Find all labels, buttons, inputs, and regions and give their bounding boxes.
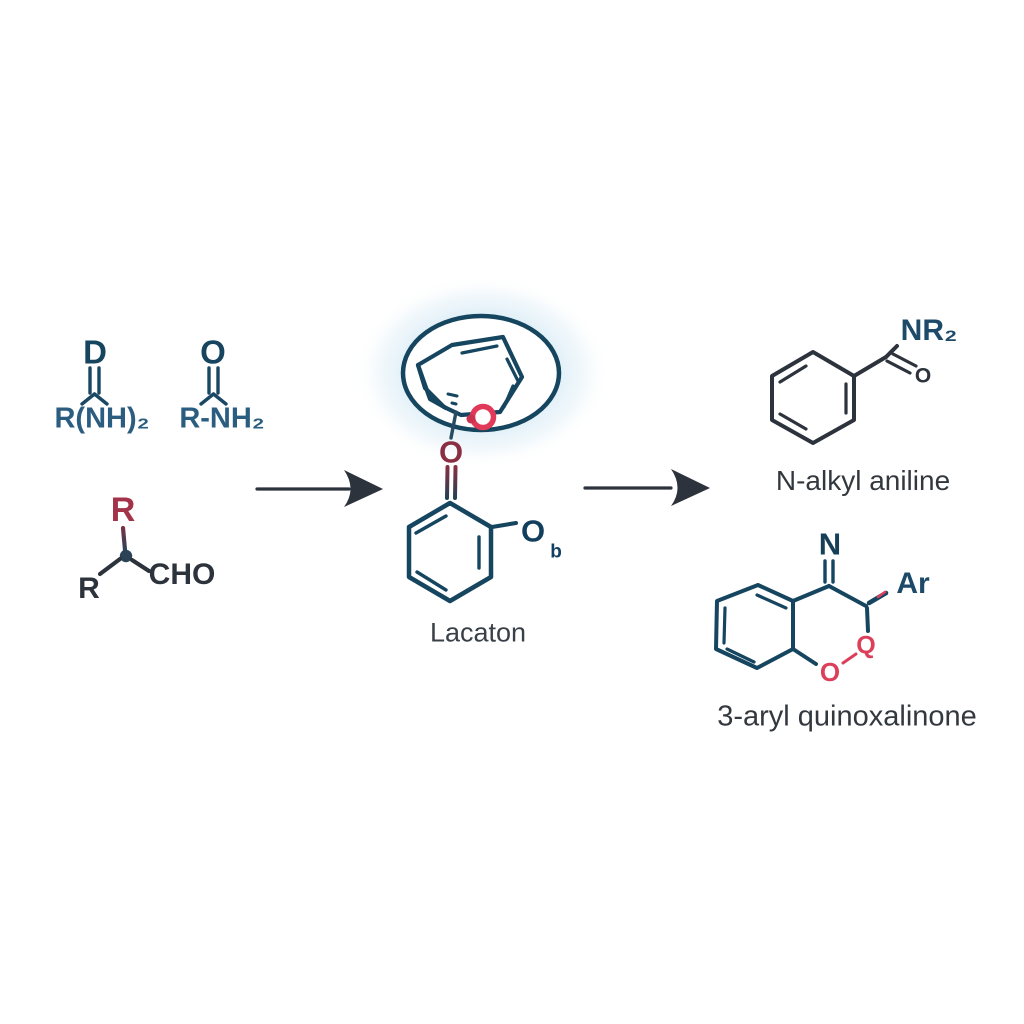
lactone-carbonyl-oxygen: O	[438, 434, 464, 470]
magnified-ring-sketch	[415, 334, 525, 440]
aldehyde-r-top: R	[110, 491, 136, 529]
aniline-amine-group: NR₂	[900, 314, 958, 347]
product-top-label: N-alkyl aniline	[775, 465, 951, 496]
quinoxalinone-bonds	[791, 559, 889, 666]
quinoxalinone-inner-oxygen: Q	[856, 631, 876, 660]
product-bottom-label: 3-aryl quinoxalinone	[717, 700, 977, 733]
quinoxalinone-rings	[714, 583, 795, 670]
aniline-bonds	[852, 344, 918, 378]
aldehyde-cho-group: CHO	[148, 558, 216, 591]
aldehyde-r-left: R	[78, 572, 100, 605]
aldehyde-bonds	[97, 525, 152, 577]
reaction-arrow-2	[583, 469, 710, 506]
lactone-ring-oxygen: O	[520, 513, 546, 549]
amide-formula: R-NH₂	[179, 402, 265, 435]
amidine-formula: R(NH)₂	[54, 402, 150, 435]
quinoxalinone-aryl-group: Ar	[896, 567, 930, 600]
amidine-bonds	[80, 366, 109, 406]
aniline-ring	[770, 350, 856, 445]
aniline-carbonyl-oxygen: O	[914, 364, 932, 388]
amidine-top-atom: D	[83, 333, 107, 371]
lactone-ring	[406, 500, 494, 604]
lactone-ring-oxygen-subscript: b	[550, 541, 562, 563]
quinoxalinone-nitrogen: N	[818, 526, 842, 562]
magnified-oxygen-marker	[466, 403, 497, 431]
quinoxalinone-ring-oxygen: O	[819, 657, 841, 687]
lactone-bonds	[445, 465, 518, 529]
amide-top-atom: O	[200, 333, 226, 371]
amide-bonds	[199, 366, 228, 406]
reaction-arrow-1	[255, 470, 383, 507]
intermediate-label: Lacaton	[429, 617, 527, 648]
